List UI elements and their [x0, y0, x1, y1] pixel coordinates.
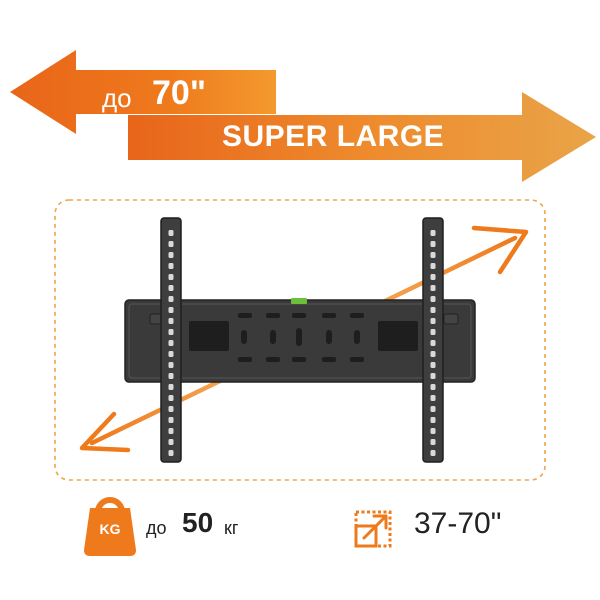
bracket-hole — [168, 318, 174, 324]
bracket-hole — [430, 395, 436, 401]
bracket-hole — [168, 384, 174, 390]
max-size-value: 70" — [152, 74, 206, 112]
bracket-hole — [430, 307, 436, 313]
bracket-hole — [430, 252, 436, 258]
bracket-hole — [430, 373, 436, 379]
bracket-hole — [430, 340, 436, 346]
bracket-hole — [430, 274, 436, 280]
left-arrow-shape — [10, 50, 276, 134]
bracket-hole — [430, 318, 436, 324]
bracket-hole — [168, 340, 174, 346]
bracket-hole — [430, 417, 436, 423]
bracket-hole — [168, 241, 174, 247]
bracket-hole — [168, 329, 174, 335]
bracket-hole — [168, 373, 174, 379]
bracket-hole — [430, 230, 436, 236]
bracket-hole — [168, 252, 174, 258]
wall-mount-illustration — [124, 217, 476, 463]
bracket-hole — [430, 351, 436, 357]
bracket-hole — [168, 395, 174, 401]
diagonal-range-value: 37-70" — [414, 507, 502, 540]
right-arrow-shape — [128, 92, 596, 182]
bracket-hole — [430, 296, 436, 302]
bracket-hole — [168, 230, 174, 236]
bracket-hole — [430, 362, 436, 368]
dashed-frame — [54, 199, 546, 481]
bracket-hole — [430, 263, 436, 269]
bracket-hole — [168, 296, 174, 302]
bracket-hole — [168, 406, 174, 412]
bracket-hole — [168, 307, 174, 313]
max-size-prefix: до — [102, 83, 132, 113]
weight-prefix: до — [146, 518, 167, 538]
bracket-hole — [168, 263, 174, 269]
bracket-hole — [430, 439, 436, 445]
bracket-hole — [168, 274, 174, 280]
bracket-hole — [168, 450, 174, 456]
bracket-hole — [168, 439, 174, 445]
bracket-hole — [168, 285, 174, 291]
weight-unit: кг — [224, 518, 239, 538]
resize-diagonal-icon — [354, 510, 392, 548]
bracket-hole — [430, 329, 436, 335]
bracket-hole — [168, 362, 174, 368]
bracket-hole — [430, 406, 436, 412]
bracket-hole — [168, 417, 174, 423]
bracket-hole — [430, 450, 436, 456]
bracket-hole — [168, 428, 174, 434]
headline-super-large: SUPER LARGE — [222, 120, 445, 153]
bracket-hole — [430, 241, 436, 247]
bracket-hole — [168, 351, 174, 357]
weight-icon-label: KG — [99, 521, 121, 537]
weight-value: 50 — [182, 507, 214, 538]
bracket-hole — [430, 285, 436, 291]
weight-kg-icon — [84, 497, 136, 556]
bracket-hole — [430, 428, 436, 434]
bracket-hole — [430, 384, 436, 390]
